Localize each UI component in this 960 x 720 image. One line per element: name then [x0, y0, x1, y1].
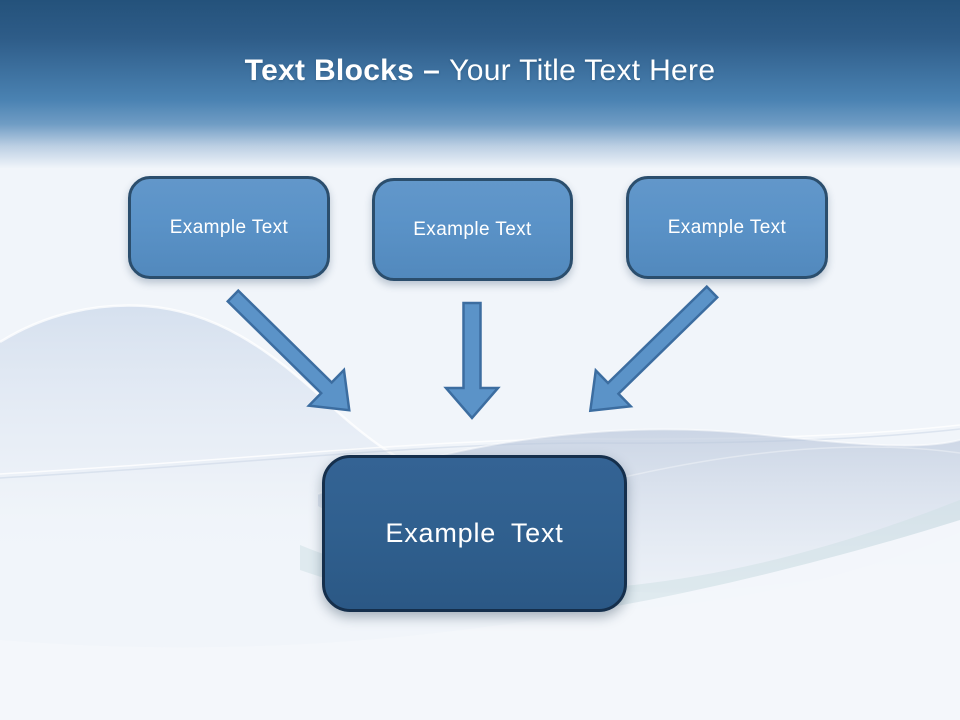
text-block-target[interactable]: Example Text: [322, 455, 627, 612]
title-topic: Text Blocks: [244, 54, 415, 87]
title-dash: –: [423, 54, 441, 87]
text-block-target-label: Example Text: [385, 518, 564, 548]
text-block-2-label: Example Text: [413, 218, 532, 240]
slide-header: [0, 0, 960, 172]
text-block-1-label: Example Text: [169, 216, 289, 238]
text-block-2[interactable]: Example Text: [372, 178, 573, 281]
wave-left: [0, 305, 505, 720]
wave-bottom-sweep: [0, 520, 960, 720]
text-block-3-label: Example Text: [667, 216, 787, 238]
text-block-1[interactable]: Example Text: [128, 176, 330, 279]
wave-ribbon-fold: [619, 446, 960, 479]
text-block-3[interactable]: Example Text: [626, 176, 828, 279]
slide-title[interactable]: Text Blocks–Your Title Text Here: [0, 54, 960, 88]
arrow-down-icon[interactable]: [443, 301, 501, 420]
arrow-down-right-icon[interactable]: [215, 278, 366, 428]
title-subtitle: Your Title Text Here: [449, 54, 716, 87]
arrow-down-left-icon[interactable]: [573, 274, 730, 429]
